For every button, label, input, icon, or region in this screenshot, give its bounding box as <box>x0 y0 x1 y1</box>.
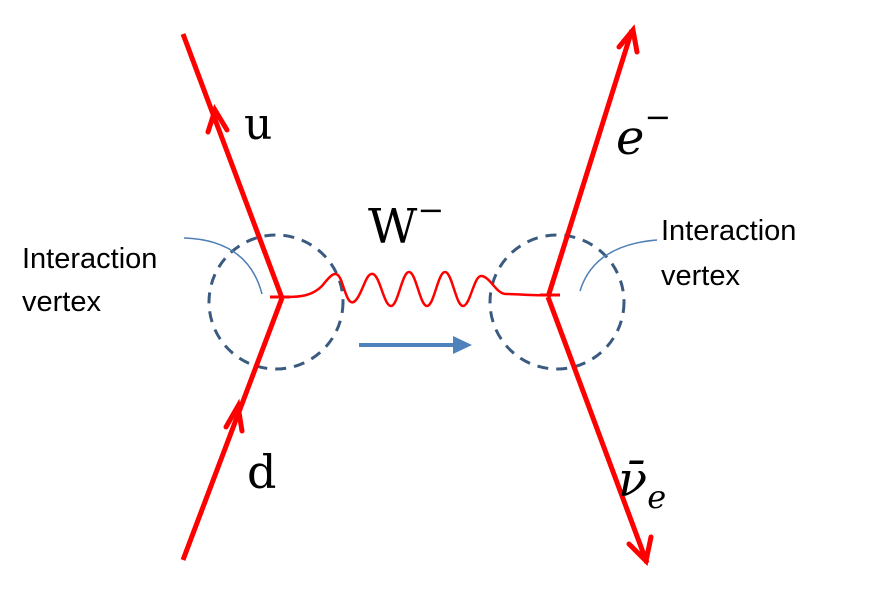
up-quark-arrow-icon <box>205 103 230 135</box>
right-vertex-circle <box>488 233 626 371</box>
electron-label: e− <box>616 98 671 166</box>
electron-arrow-icon <box>616 24 640 55</box>
left-leader-line <box>183 237 263 295</box>
up-quark-label: u <box>244 99 272 150</box>
antineutrino-label: ν̄e <box>618 452 666 516</box>
antineutrino-line <box>545 296 650 564</box>
left-vertex-annotation-line2: vertex <box>22 286 101 318</box>
w-boson-line <box>285 270 547 308</box>
left-vertex-circle <box>207 233 345 371</box>
right-leader-line <box>579 239 658 292</box>
antineutrino-arrow-icon <box>626 534 654 567</box>
right-vertex-annotation-line2: vertex <box>661 260 740 292</box>
w-boson-label: W− <box>368 191 444 255</box>
up-quark-line <box>180 33 285 299</box>
left-vertex-annotation-line1: Interaction <box>22 243 157 275</box>
down-quark-arrow-icon <box>223 398 245 434</box>
down-quark-label: d <box>247 445 276 499</box>
electron-line <box>545 29 635 298</box>
momentum-arrow-icon <box>453 336 472 354</box>
right-vertex-annotation-line1: Interaction <box>661 215 796 247</box>
down-quark-line <box>180 297 285 561</box>
